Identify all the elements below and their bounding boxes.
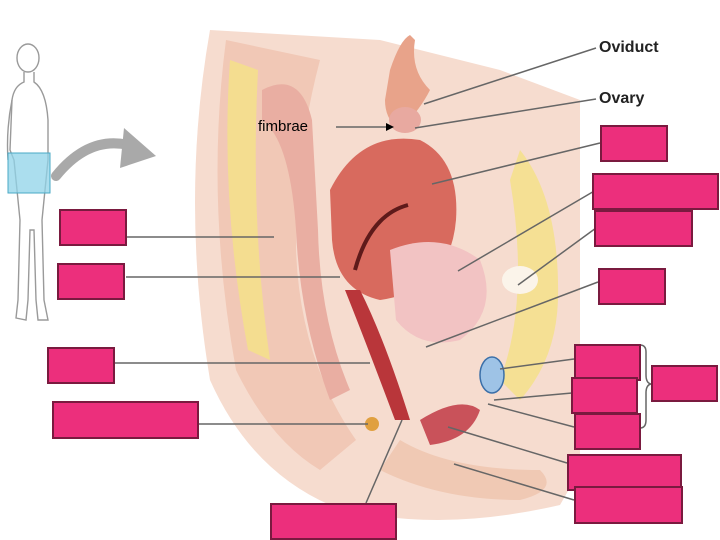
blank-label-box[interactable] <box>598 268 666 305</box>
blank-label-box[interactable] <box>594 210 693 247</box>
blank-label-box[interactable] <box>59 209 127 246</box>
blank-label-box[interactable] <box>47 347 115 384</box>
fimbrae-label: fimbrae <box>258 118 309 135</box>
highlight-region <box>7 152 51 194</box>
pelvic-cross-section <box>195 30 580 520</box>
blank-label-box[interactable] <box>270 503 397 540</box>
oviduct-label: Oviduct <box>599 39 659 56</box>
blank-label-box[interactable] <box>600 125 668 162</box>
ovary-label: Ovary <box>599 90 645 107</box>
blank-label-box[interactable] <box>574 486 683 524</box>
zoom-arrow-icon <box>51 138 137 181</box>
blank-label-box[interactable] <box>571 377 638 414</box>
blank-label-box[interactable] <box>651 365 718 402</box>
blank-label-box[interactable] <box>592 173 719 210</box>
blank-label-box[interactable] <box>574 344 641 381</box>
blank-label-box[interactable] <box>52 401 199 439</box>
fimbrae-arrow-icon <box>386 123 394 131</box>
blank-label-box[interactable] <box>57 263 125 300</box>
zoom-arrow-head-icon <box>120 128 156 168</box>
blank-label-box[interactable] <box>574 413 641 450</box>
leader-lines <box>114 47 652 504</box>
